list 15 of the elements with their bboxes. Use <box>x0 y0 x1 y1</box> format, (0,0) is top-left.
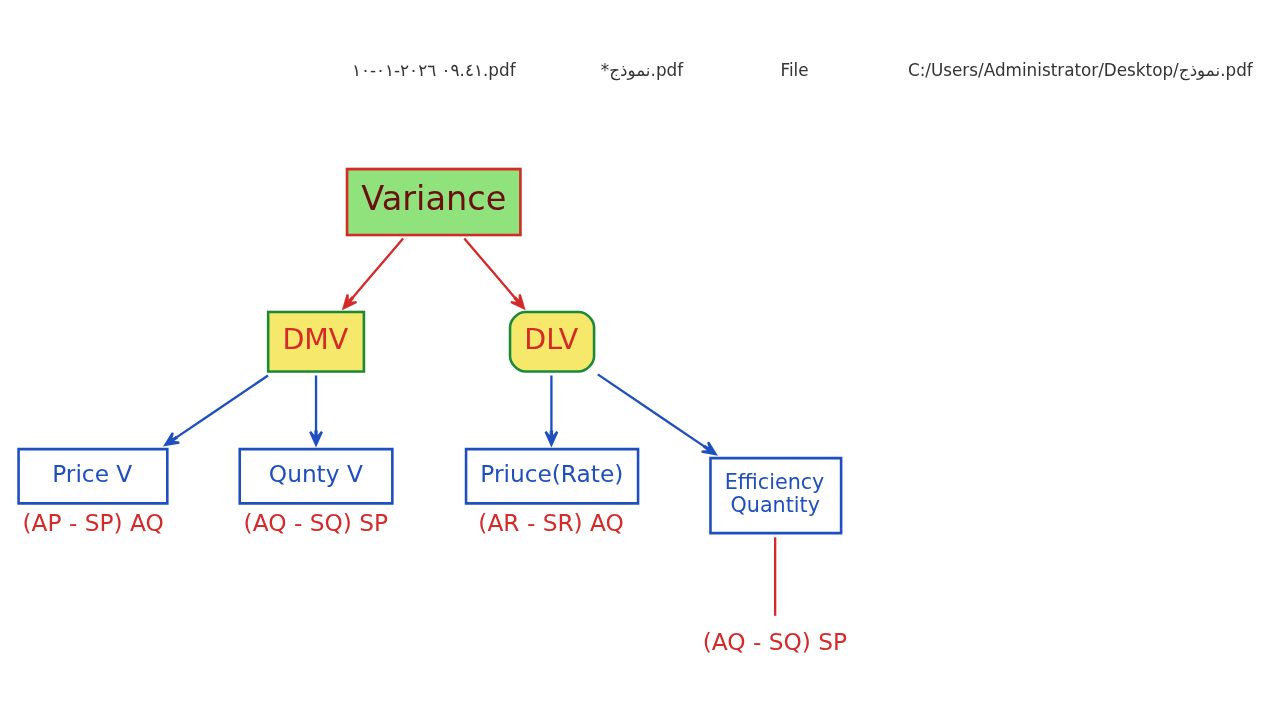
arrow <box>597 372 717 455</box>
arrow <box>164 374 269 446</box>
label: File <box>780 59 809 80</box>
node-label: (AR - SR) AQ <box>478 508 624 536</box>
arrow <box>309 375 323 446</box>
label: *نموذج.pdf <box>600 59 684 80</box>
label: C:/Users/Administrator/Desktop/نموذج.pdf <box>907 59 1253 80</box>
label: ٠٩.٤١ ٢٠٢٦-٠١-١٠.pdf <box>351 59 516 80</box>
arrow <box>544 375 559 446</box>
arrow <box>342 237 404 309</box>
node-label: (AP - SP) AQ <box>22 508 164 536</box>
node-text: (AQ - SQ) SP <box>702 627 848 655</box>
connector <box>774 536 777 616</box>
arrow <box>463 237 525 309</box>
node-label: (AQ - SQ) SP <box>243 508 389 536</box>
